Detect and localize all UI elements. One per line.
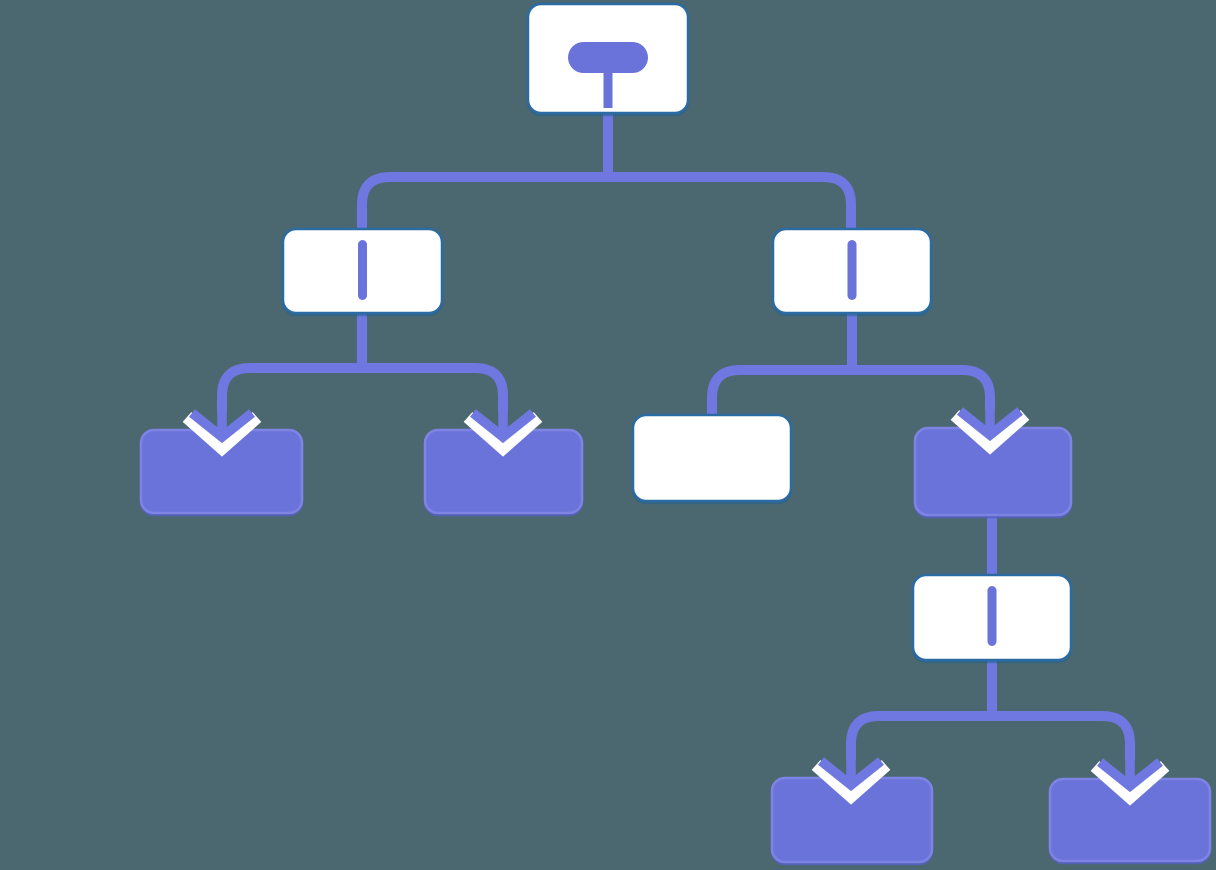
node-leaf-plain-box[interactable] xyxy=(631,413,793,503)
marker-layer xyxy=(182,404,1170,806)
chevron-down-icon xyxy=(950,404,1030,455)
connector-layer xyxy=(217,111,1135,761)
chevron-down-icon xyxy=(811,754,891,805)
divider-glyph xyxy=(358,240,367,300)
node-leaf-plain[interactable] xyxy=(631,413,793,503)
pill-glyph xyxy=(568,42,648,73)
edge-from-branch-right xyxy=(707,311,995,418)
chevron-outline xyxy=(811,760,891,805)
node-branch-left[interactable] xyxy=(281,227,444,315)
pill-stem-glyph xyxy=(603,66,613,108)
chevron-down-icon xyxy=(1090,755,1170,806)
edge-from-pass-node xyxy=(846,658,1135,761)
edge-from-root xyxy=(357,111,856,231)
divider-glyph xyxy=(987,586,997,646)
edge-from-branch-left xyxy=(217,311,508,412)
chevron-arrow xyxy=(470,409,536,444)
node-layer xyxy=(139,2,1212,864)
chevron-arrow xyxy=(189,409,255,444)
chevron-outline xyxy=(182,412,262,457)
chevron-down-icon xyxy=(182,406,262,457)
chevron-arrow xyxy=(957,407,1023,442)
node-pass-node[interactable] xyxy=(911,573,1073,662)
chevron-outline xyxy=(950,410,1030,455)
node-branch-right[interactable] xyxy=(771,227,933,315)
node-root[interactable] xyxy=(526,2,690,115)
chevron-outline xyxy=(463,412,543,457)
chevron-outline xyxy=(1090,761,1170,806)
chevron-arrow xyxy=(818,757,884,792)
chevron-arrow xyxy=(1097,758,1163,793)
divider-glyph xyxy=(847,240,857,300)
chevron-down-icon xyxy=(463,406,543,457)
